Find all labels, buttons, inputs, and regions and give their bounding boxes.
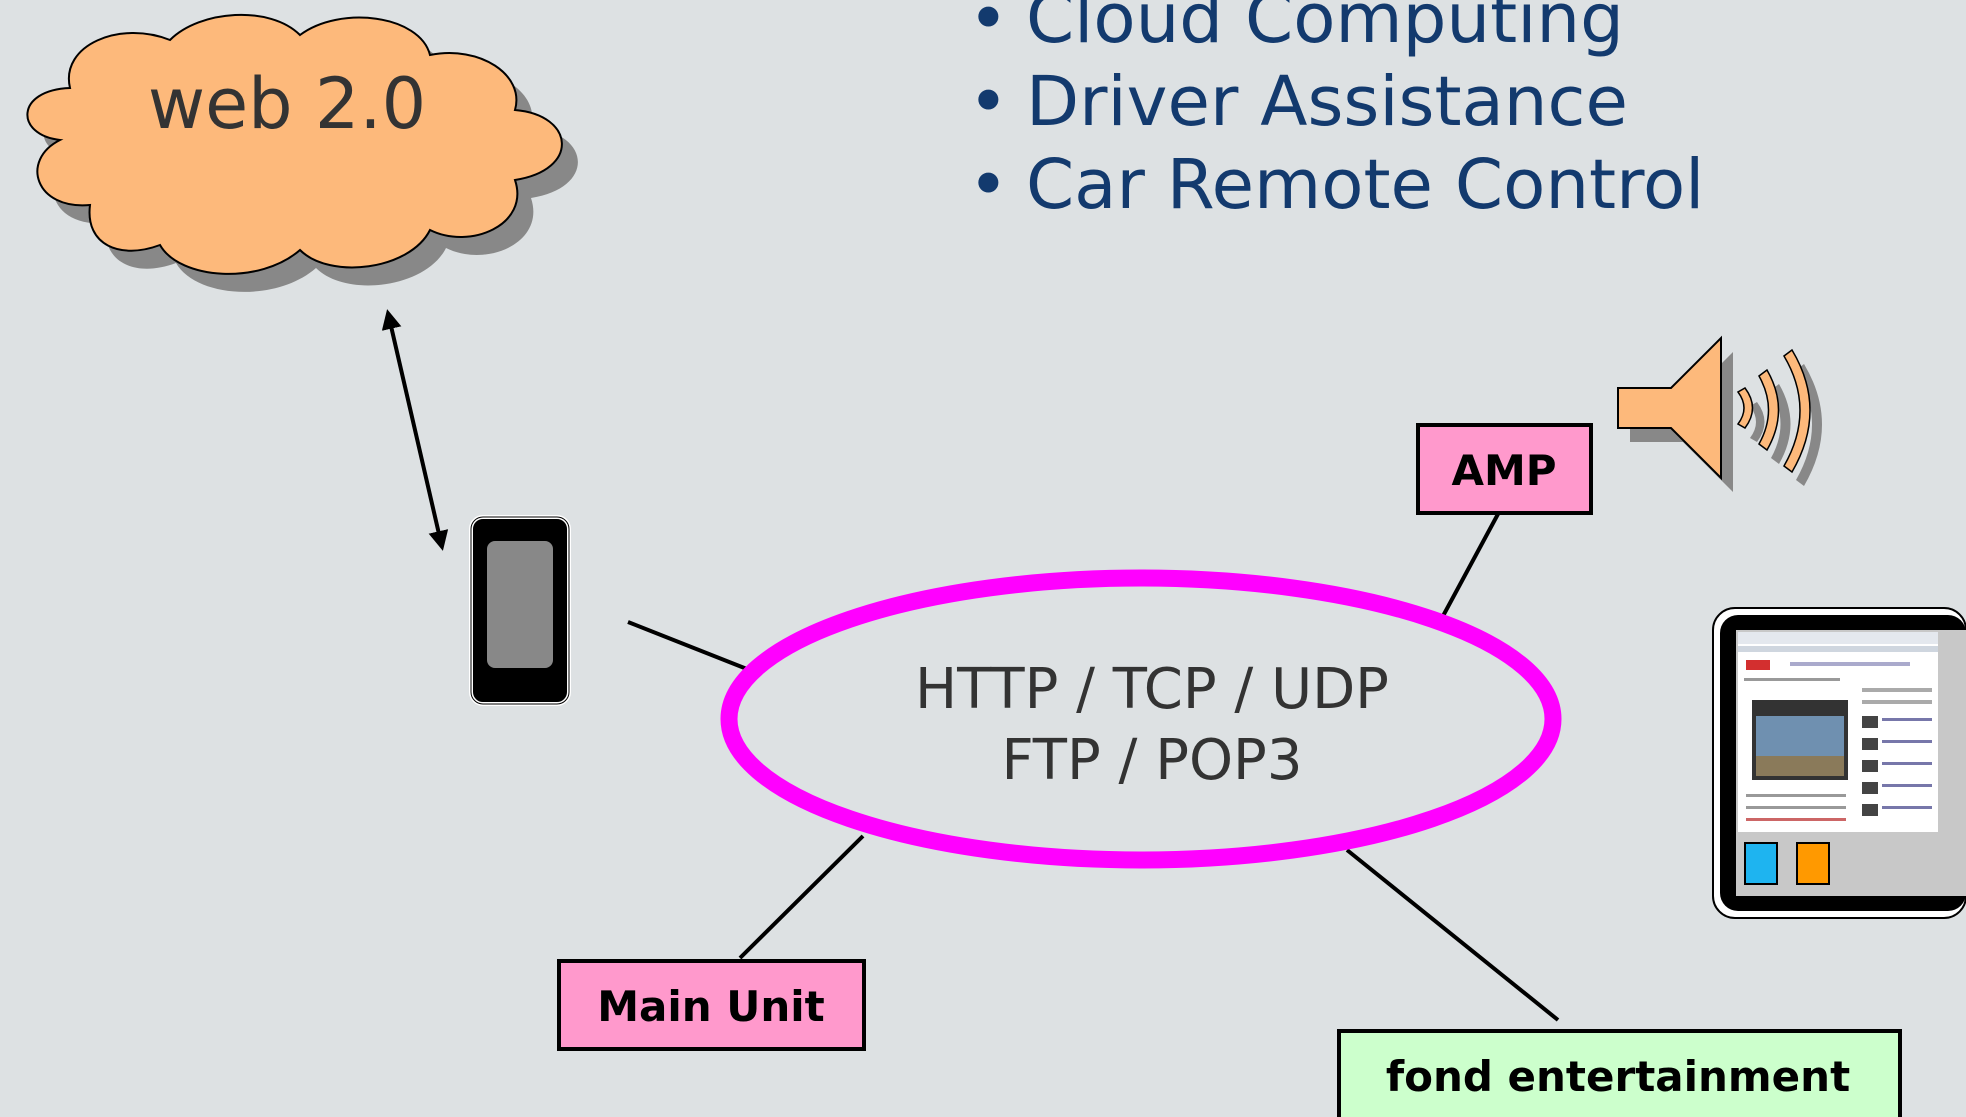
main-unit-node: Main Unit: [557, 959, 866, 1051]
web-cloud: web 2.0: [26, 13, 578, 292]
tablet-button-orange: [1796, 842, 1830, 885]
speaker-icon: [1617, 335, 1822, 492]
smartphone-icon: [469, 515, 571, 706]
link-phone: [627, 620, 753, 673]
tablet-screen-webpage: [1738, 632, 1938, 832]
link-fond: [1345, 848, 1560, 1022]
fond-entertainment-node: fond entertainment: [1337, 1029, 1902, 1117]
feature-item: •Car Remote Control: [968, 144, 1704, 227]
feature-item: •Driver Assistance: [968, 61, 1704, 144]
cloud-shape: [26, 13, 563, 275]
bullet-dot: •: [968, 145, 1009, 225]
link-amp: [1441, 513, 1500, 617]
feature-item: • Cloud Computing: [968, 0, 1704, 61]
amp-node: AMP: [1416, 423, 1593, 515]
protocol-line-1: HTTP / TCP / UDP: [915, 657, 1389, 722]
link-main-unit: [738, 834, 865, 960]
tablet-button-blue: [1744, 842, 1778, 885]
feature-list: •Cloud Computing •Driver Assistance •Car…: [968, 0, 1704, 227]
protocol-ring: [720, 569, 1562, 869]
tablet-icon: [1712, 607, 1966, 919]
bullet-dot: •: [968, 62, 1009, 142]
fond-entertainment-label: fond entertainment: [1386, 1052, 1850, 1101]
cloud-label: web 2.0: [148, 63, 426, 145]
feature-label: Driver Assistance: [1026, 62, 1628, 142]
bullet-dot: •: [968, 0, 1009, 59]
feature-label: Car Remote Control: [1026, 145, 1705, 225]
amp-label: AMP: [1451, 446, 1556, 495]
cloud-phone-arrow: [381, 309, 449, 551]
main-unit-label: Main Unit: [597, 982, 825, 1031]
protocol-line-2: FTP / POP3: [1002, 728, 1303, 793]
feature-label: Cloud Computing: [1026, 0, 1624, 59]
